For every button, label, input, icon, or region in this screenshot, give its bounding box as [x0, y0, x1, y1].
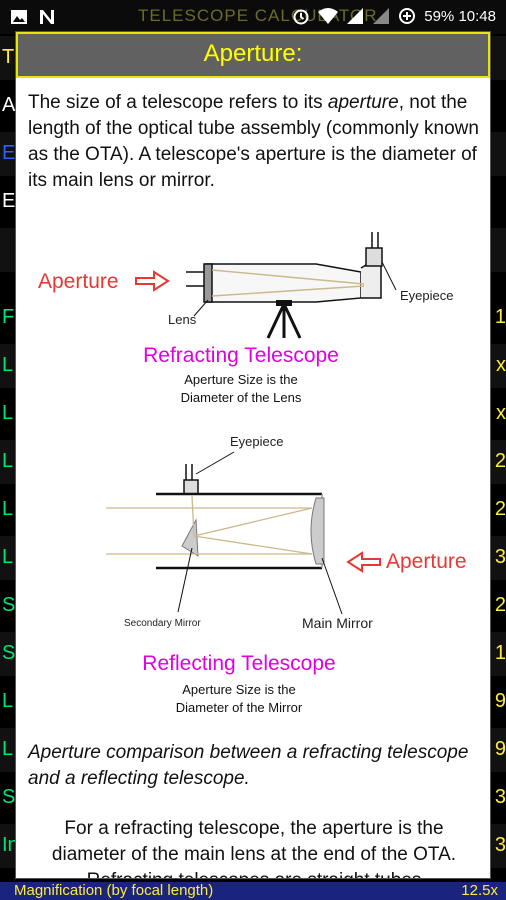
- background-row-value: 2: [494, 450, 506, 472]
- background-row-label: E: [2, 142, 16, 164]
- refractor-paragraph: For a refracting telescope, the aperture…: [51, 818, 457, 878]
- reflector-title: Reflecting Telescope: [142, 652, 335, 675]
- refractor-lens-label: Lens: [168, 312, 197, 327]
- background-row-label: L: [2, 546, 14, 568]
- background-row-value: 2: [494, 594, 506, 616]
- background-row-value: 9: [494, 690, 506, 712]
- background-row-value: 9: [494, 738, 506, 760]
- refractor-subtitle-1: Aperture Size is the: [184, 372, 297, 387]
- background-bottom-row[interactable]: Magnification (by focal length) 12.5x: [0, 882, 506, 900]
- bottom-row-value: 12.5x: [461, 882, 498, 899]
- background-row-label: A: [2, 94, 16, 116]
- dialog-title: Aperture:: [203, 40, 303, 67]
- background-row-value: 3: [494, 786, 506, 808]
- background-row-label: S: [2, 642, 16, 664]
- battery-level: 59%: [424, 7, 455, 25]
- reflector-subtitle-1: Aperture Size is the: [182, 682, 295, 697]
- alarm-icon: [293, 9, 309, 25]
- reflector-eyepiece-label: Eyepiece: [230, 434, 283, 449]
- main-mirror-label: Main Mirror: [302, 615, 373, 631]
- secondary-mirror-label: Secondary Mirror: [124, 618, 201, 629]
- background-app-title: TELESCOPE CALCULATOR: [138, 6, 378, 25]
- intro-paragraph: The size of a telescope refers to its ap…: [28, 92, 479, 191]
- background-row-label: S: [2, 594, 16, 616]
- image-notification-icon: [11, 10, 27, 24]
- background-row-label: L: [2, 402, 14, 424]
- wifi-icon: [318, 8, 339, 24]
- reflecting-telescope-diagram: Eyepiece Aperture Secondary Mirror Main …: [106, 434, 467, 675]
- background-row-label: E: [2, 190, 16, 212]
- background-row-value: 1: [494, 306, 506, 328]
- clock: 10:48: [458, 7, 496, 25]
- reflector-aperture-label: Aperture: [386, 550, 467, 573]
- bottom-row-label: Magnification (by focal length): [14, 882, 214, 899]
- refractor-aperture-label: Aperture: [38, 270, 119, 293]
- aperture-info-dialog[interactable]: Aperture: The size of a telescope refers…: [16, 32, 490, 878]
- background-row-label: S: [2, 786, 16, 808]
- background-row-value: 3: [494, 834, 506, 856]
- background-row-label: T: [2, 46, 15, 68]
- dialog-header: Aperture:: [16, 32, 490, 78]
- background-row-label: L: [2, 738, 14, 760]
- n-notification-icon: [40, 10, 54, 24]
- background-row-label: L: [2, 498, 14, 520]
- signal-2-icon: [373, 8, 390, 24]
- dialog-content[interactable]: The size of a telescope refers to its ap…: [28, 90, 480, 194]
- background-row-value: 2: [494, 498, 506, 520]
- refractor-title: Refracting Telescope: [143, 344, 339, 367]
- data-saver-icon: [399, 8, 416, 24]
- refracting-telescope-diagram: Aperture Lens Eyepiece Refracting Telesc…: [38, 232, 453, 405]
- signal-icon: [347, 8, 364, 24]
- background-row-value: x: [496, 354, 506, 376]
- reflector-subtitle-2: Diameter of the Mirror: [176, 700, 303, 715]
- background-row-label: L: [2, 354, 14, 376]
- background-row-label: F: [2, 306, 15, 328]
- background-row-value: 1: [494, 642, 506, 664]
- refractor-aperture-arrow: [135, 270, 170, 292]
- reflector-aperture-arrow: [346, 551, 381, 573]
- reflector-subtitles: Aperture Size is the Diameter of the Mir…: [176, 682, 303, 715]
- refractor-eyepiece-label: Eyepiece: [400, 288, 453, 303]
- background-row-value: 3: [494, 546, 506, 568]
- background-row-label: L: [2, 450, 14, 472]
- refractor-subtitle-2: Diameter of the Lens: [181, 390, 302, 405]
- diagram-caption: Aperture comparison between a refracting…: [28, 742, 469, 789]
- background-row-label: In: [2, 834, 19, 856]
- status-bar: TELESCOPE CALCULATOR 59% 10:48: [0, 0, 506, 34]
- refractor-tripod: [266, 303, 302, 339]
- background-row-label: L: [2, 690, 14, 712]
- background-row-value: x: [496, 402, 506, 424]
